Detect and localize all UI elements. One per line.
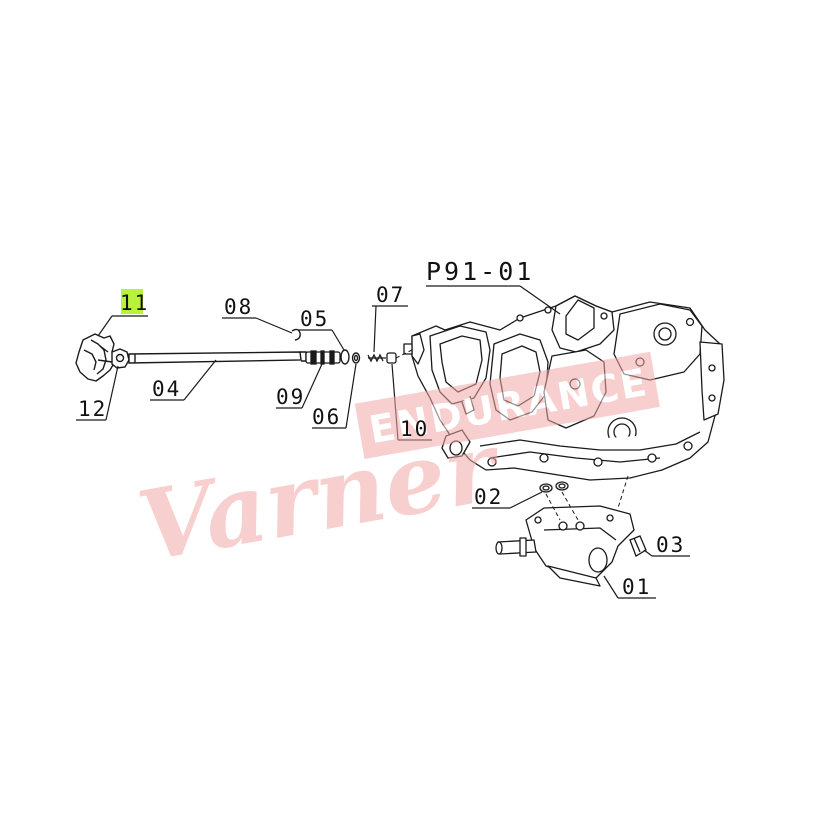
- shaft-part: [128, 351, 307, 364]
- callout-12: 12: [78, 397, 107, 421]
- callout-06: 06: [312, 405, 341, 429]
- callout-09: 09: [276, 385, 305, 409]
- callout-04: 04: [152, 377, 181, 401]
- callout-02: 02: [474, 485, 503, 509]
- callout-01: 01: [622, 575, 651, 599]
- callout-10: 10: [400, 417, 429, 441]
- bolt-part: [629, 535, 647, 557]
- callout-08: 08: [224, 295, 253, 319]
- nut-part: [111, 348, 130, 369]
- washers: [340, 349, 361, 365]
- leader-lines: [76, 285, 690, 599]
- clip-part: [291, 328, 301, 341]
- assembly-dash-lines: [395, 349, 629, 521]
- watermark-box: [354, 351, 660, 459]
- knob-part: [75, 333, 117, 382]
- spring-part: [367, 353, 386, 363]
- callout-03: 03: [656, 533, 685, 557]
- callout-11-highlight: [121, 289, 143, 314]
- callout-07: 07: [376, 283, 405, 307]
- callout-05: 05: [300, 307, 329, 331]
- spool-part: [305, 350, 341, 365]
- lower-valve-block: [495, 505, 635, 587]
- assembly-title: P91-01: [426, 257, 534, 286]
- pin-part: [386, 352, 397, 364]
- seal-washers: [539, 481, 569, 493]
- callout-11: 11: [120, 291, 149, 315]
